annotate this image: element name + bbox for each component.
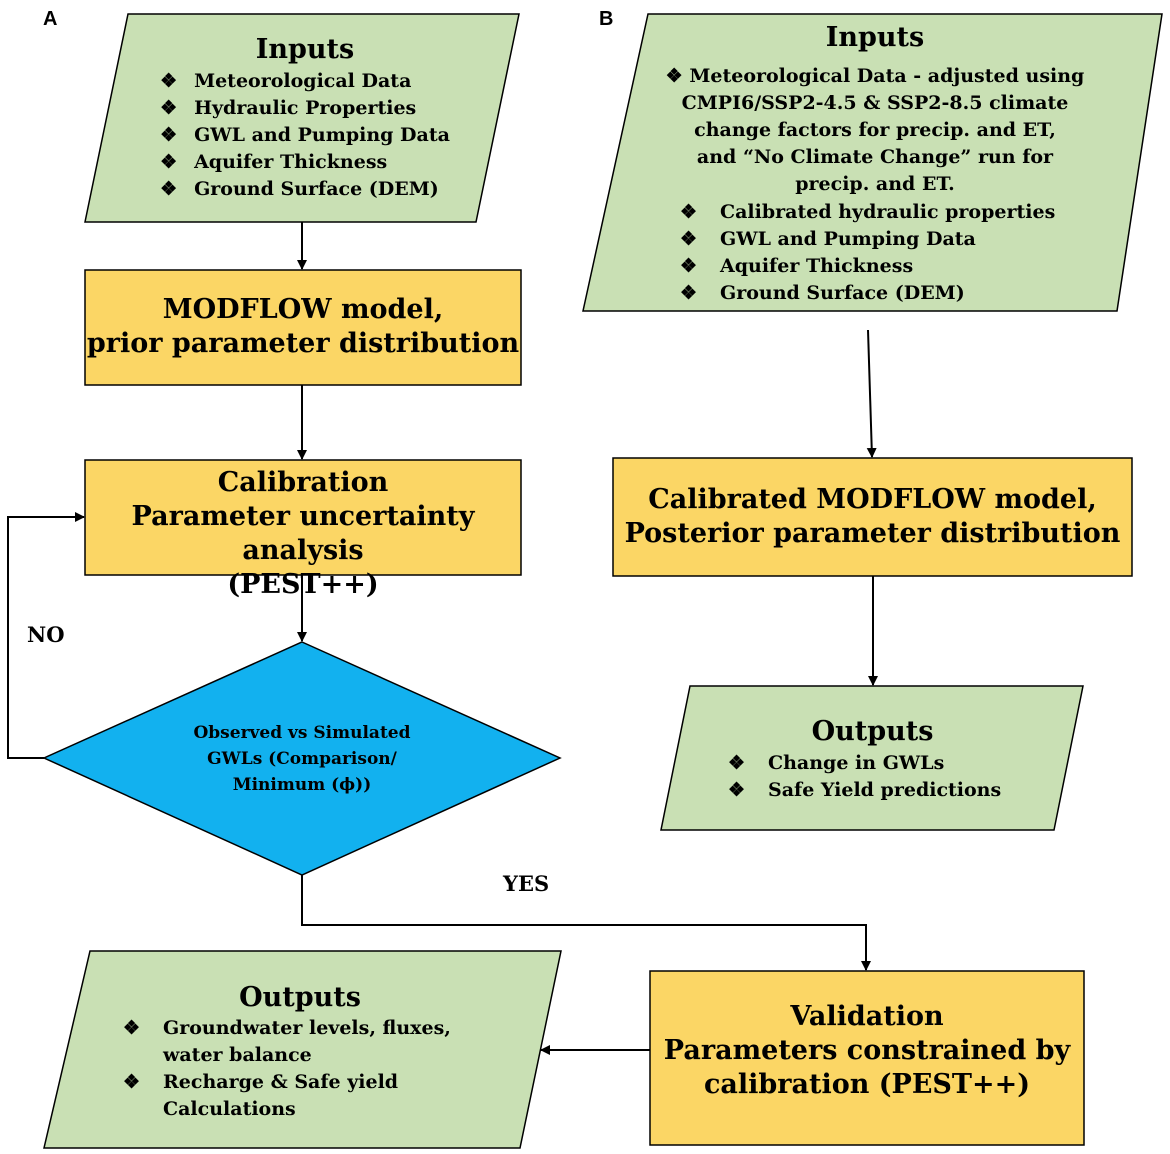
a-outputs-list: ❖Groundwater levels, fluxes, water balan…: [123, 1015, 453, 1123]
a-inputs-shape: [84, 13, 520, 223]
bullet-icon: ❖: [680, 228, 698, 250]
bullet-icon: ❖: [680, 282, 698, 304]
a-inputs-title: Inputs: [255, 34, 355, 65]
a-modflow-box: [84, 269, 522, 386]
a-inputs-block: Inputs ❖Meteorological Data ❖Hydraulic P…: [110, 34, 500, 203]
b-outputs-shape: [660, 685, 1084, 831]
a-outputs-item: ❖Recharge & Safe yield: [123, 1069, 453, 1096]
b-outputs-block: Outputs: [680, 716, 1065, 748]
yes-branch-label: YES: [503, 871, 550, 896]
b-outputs-item: ❖Safe Yield predictions: [728, 777, 1048, 804]
a-outputs-item-cont: water balance: [163, 1044, 312, 1066]
b-inputs-met-line: change factors for precip. and ET,: [694, 119, 1056, 141]
panel-label-b: B: [599, 8, 614, 30]
panel-label-a: A: [43, 8, 58, 30]
b-outputs-title: Outputs: [811, 716, 934, 747]
a-outputs-item-cont: Calculations: [163, 1098, 296, 1120]
b-inputs-met-block: ❖ Meteorological Data - adjusted using C…: [640, 63, 1110, 198]
a-outputs-block: Outputs: [90, 982, 510, 1014]
b-inputs-shape: [582, 13, 1163, 312]
a-no-loop-connector: [7, 512, 85, 759]
bullet-icon: ❖: [160, 178, 178, 201]
b-inputs-item: ❖GWL and Pumping Data: [680, 226, 1080, 253]
a-modflow-label: MODFLOW model, prior parameter distribut…: [86, 294, 520, 359]
a-outputs-item: ❖Groundwater levels, fluxes,: [123, 1015, 453, 1042]
a-inputs-list: ❖Meteorological Data ❖Hydraulic Properti…: [160, 68, 450, 203]
no-branch-label: NO: [27, 622, 65, 647]
bullet-icon: ❖: [665, 65, 683, 87]
bullet-icon: ❖: [160, 70, 178, 93]
b-inputs-item: ❖Calibrated hydraulic properties: [680, 199, 1080, 226]
a-inputs-item: ❖Ground Surface (DEM): [160, 176, 450, 203]
a-decision-label: Observed vs Simulated GWLs (Comparison/ …: [193, 723, 411, 795]
bullet-icon: ❖: [680, 255, 698, 277]
a-inputs-item: ❖GWL and Pumping Data: [160, 122, 450, 149]
bullet-icon: ❖: [160, 97, 178, 120]
b-inputs-met-line: precip. and ET.: [795, 173, 955, 195]
b-modflow-box: [612, 457, 1133, 577]
a-inputs-item: ❖Meteorological Data: [160, 68, 450, 95]
bullet-icon: ❖: [123, 1071, 141, 1093]
bullet-icon: ❖: [728, 779, 746, 801]
a-yes-connector: [301, 875, 871, 971]
a-validation-box: [649, 970, 1085, 1146]
a-calibration-label: Calibration Parameter uncertainty analys…: [131, 467, 475, 600]
bullet-icon: ❖: [160, 124, 178, 147]
b-inputs-met-line: CMPI6/SSP2-4.5 & SSP2-8.5 climate: [681, 92, 1069, 114]
a-inputs-item: ❖Hydraulic Properties: [160, 95, 450, 122]
b-inputs-item: ❖Ground Surface (DEM): [680, 280, 1080, 307]
b-outputs-list: ❖Change in GWLs ❖Safe Yield predictions: [728, 750, 1048, 804]
b-inputs-title: Inputs: [825, 22, 925, 53]
a-outputs-title: Outputs: [239, 982, 361, 1013]
b-inputs-met-line: ❖ Meteorological Data - adjusted using: [665, 65, 1085, 87]
b-inputs-list: ❖Calibrated hydraulic properties ❖GWL an…: [680, 199, 1080, 307]
bullet-icon: ❖: [160, 151, 178, 174]
a-outputs-shape: [43, 950, 562, 1149]
b-outputs-item: ❖Change in GWLs: [728, 750, 1048, 777]
bullet-icon: ❖: [680, 201, 698, 223]
b-inputs-met-line: and “No Climate Change” run for: [696, 146, 1054, 168]
bullet-icon: ❖: [728, 752, 746, 774]
a-validation-label: Validation Parameters constrained by cal…: [663, 1001, 1071, 1100]
b-modflow-label: Calibrated MODFLOW model, Posterior para…: [624, 484, 1121, 549]
b-inputs-item: ❖Aquifer Thickness: [680, 253, 1080, 280]
b-inputs-block: Inputs: [620, 22, 1130, 54]
bullet-icon: ❖: [123, 1017, 141, 1039]
a-inputs-item: ❖Aquifer Thickness: [160, 149, 450, 176]
b-arrow-inputs-modflow: [866, 329, 877, 458]
